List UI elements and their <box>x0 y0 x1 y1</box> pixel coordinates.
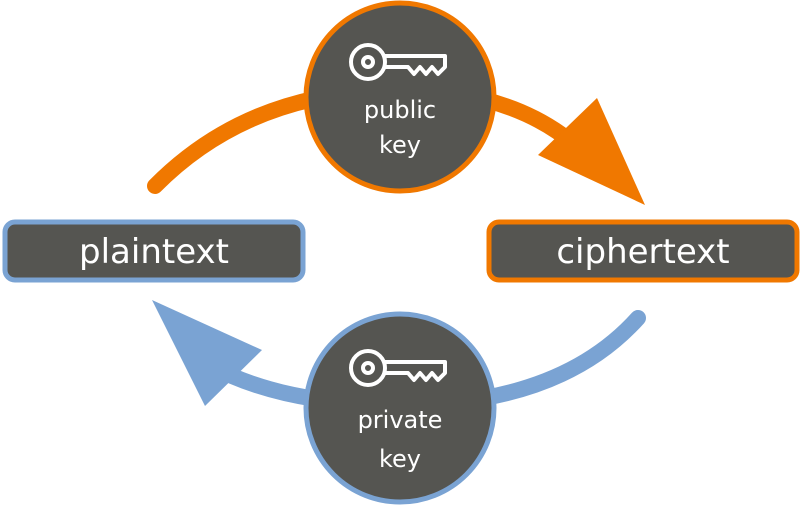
key-icon <box>349 43 447 81</box>
private-key-label-line2: key <box>379 445 421 473</box>
private-key-label-line1: private <box>358 406 443 434</box>
plaintext-label: plaintext <box>79 232 229 272</box>
ciphertext-label: ciphertext <box>556 232 729 272</box>
encrypt-arrowhead <box>538 98 645 205</box>
public-key-label-line1: public <box>364 96 436 124</box>
public-key-circle <box>303 0 497 194</box>
decrypt-arrowhead <box>152 300 262 406</box>
plaintext-box <box>2 219 306 283</box>
key-icon <box>349 349 447 387</box>
ciphertext-box <box>486 219 800 283</box>
public-key-label-line2: key <box>379 131 421 159</box>
